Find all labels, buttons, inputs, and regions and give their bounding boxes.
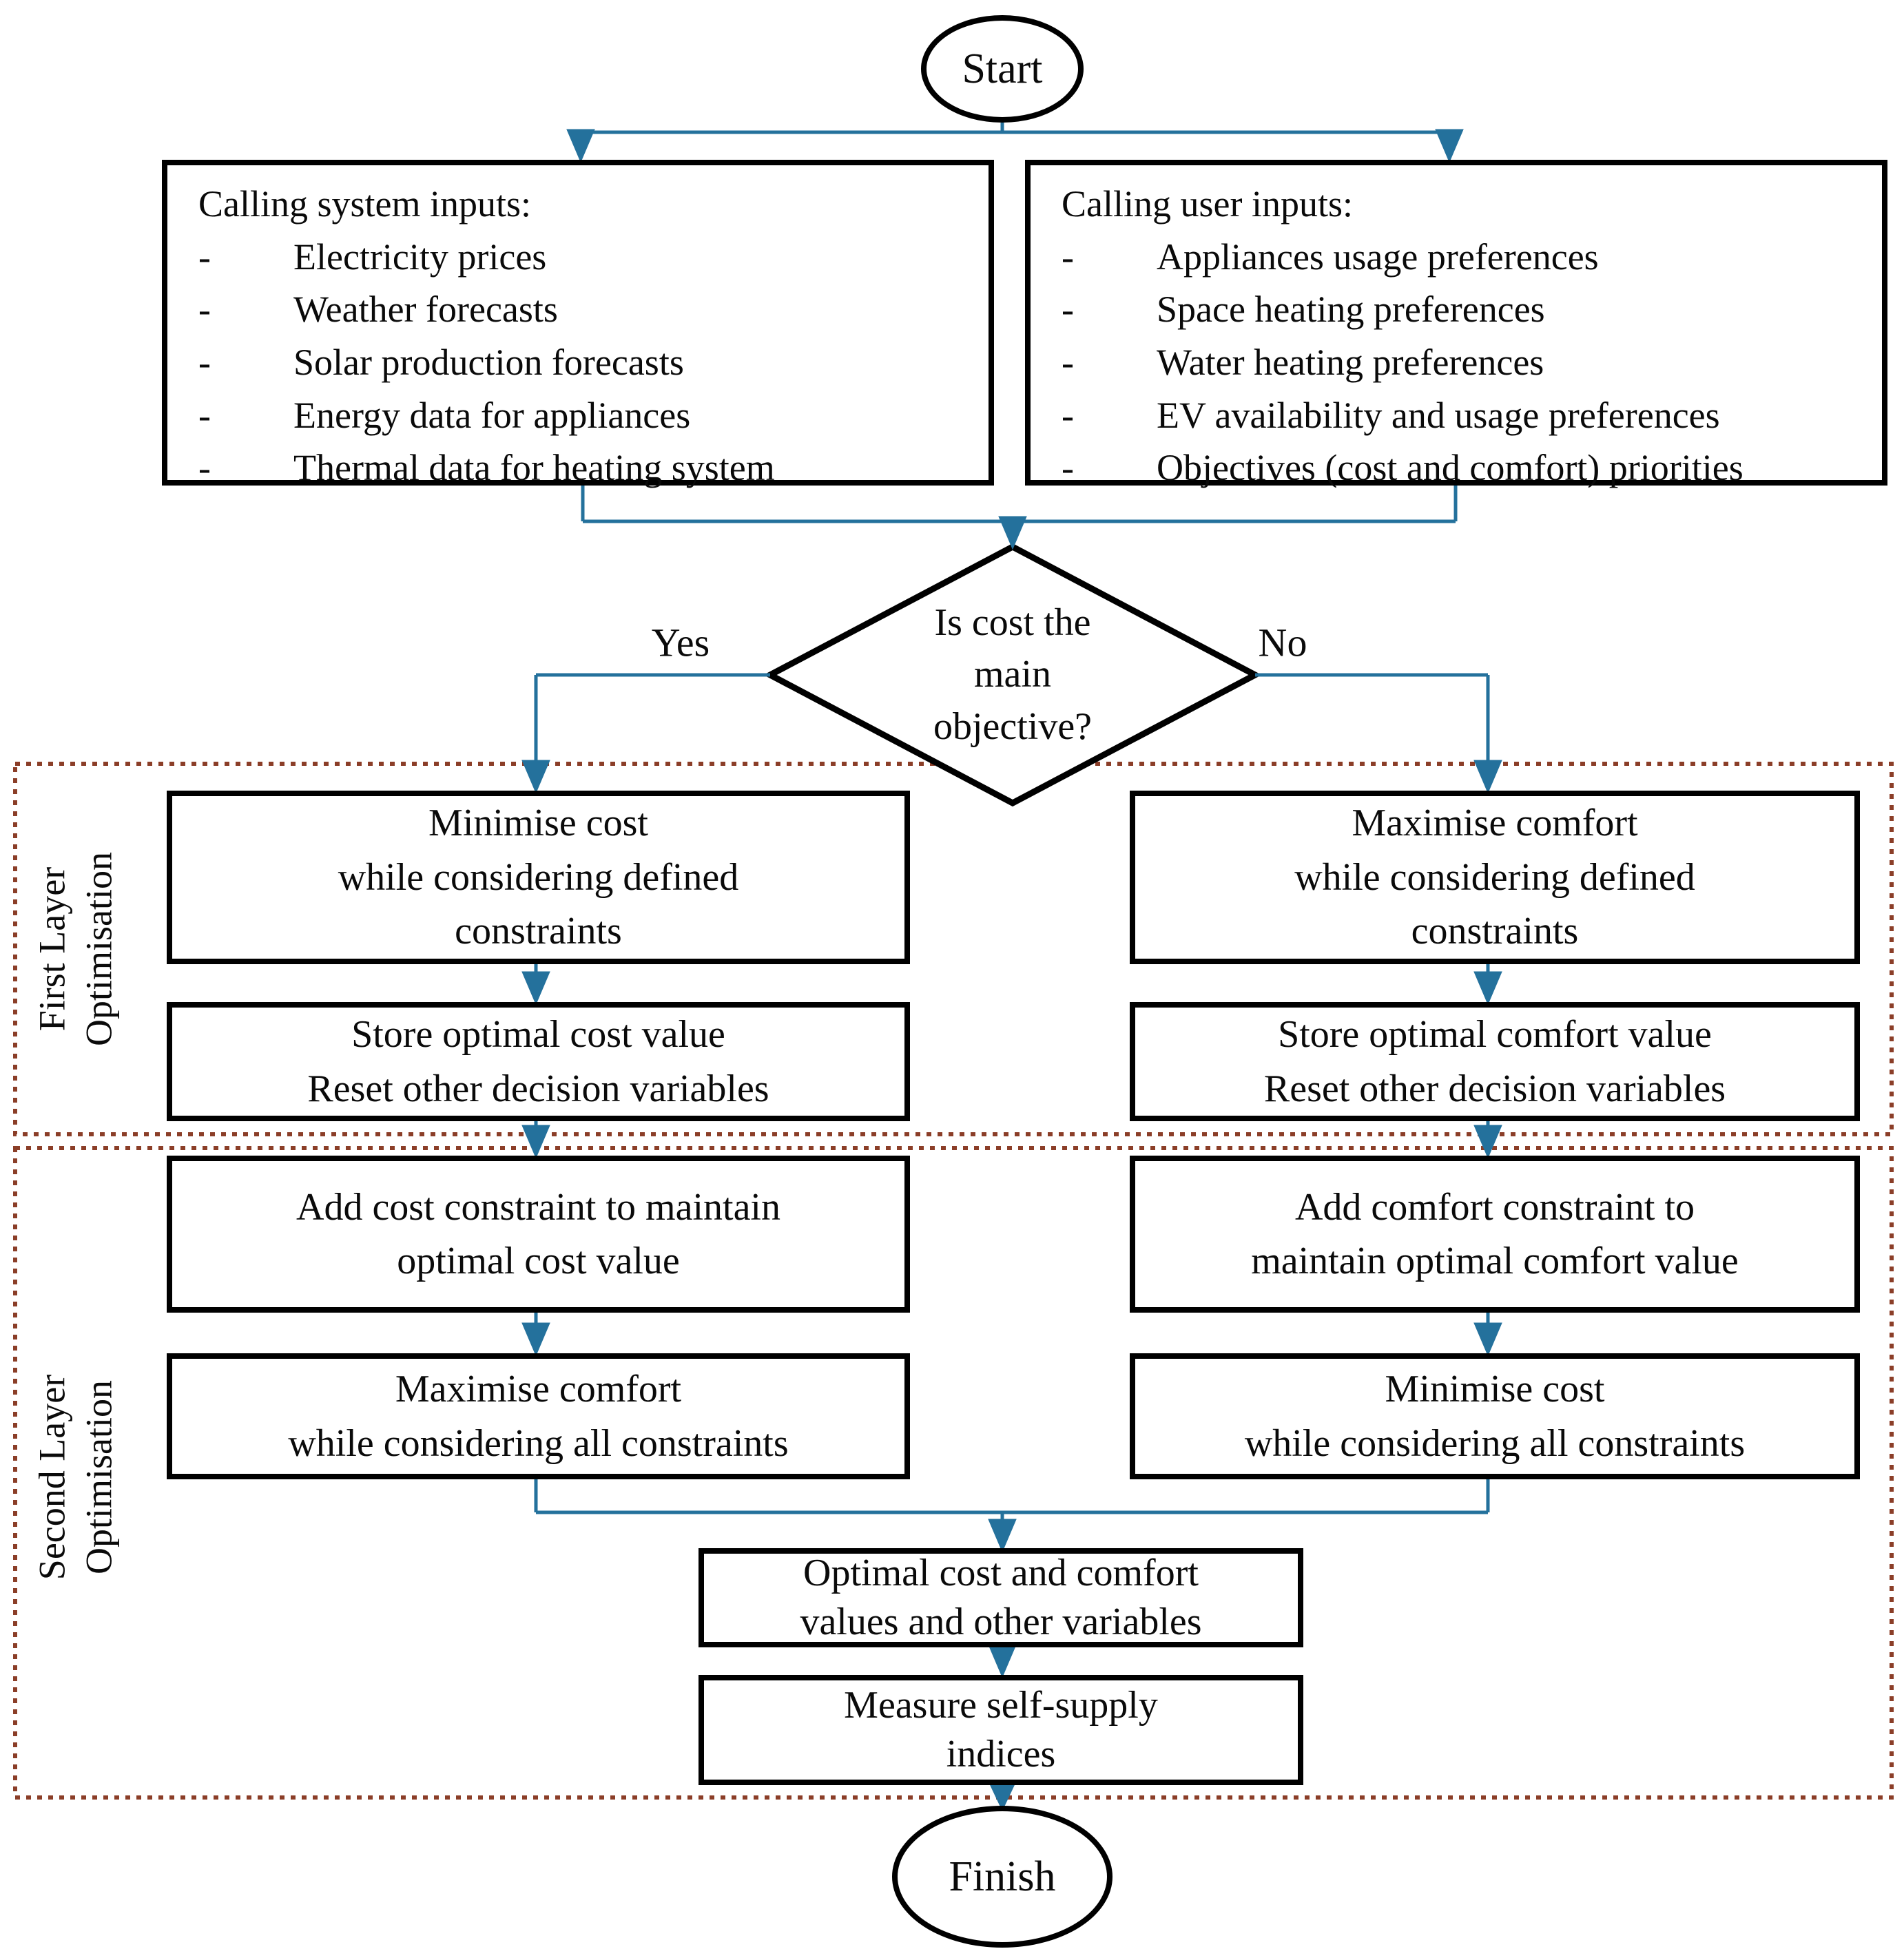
measure-indices-box: Measure self-supply indices [699, 1675, 1303, 1785]
add-cost-constraint-box: Add cost constraint to maintain optimal … [167, 1156, 910, 1313]
input-item: -Appliances usage preferences [1062, 236, 1599, 278]
add-comfort-constraint-box: Add comfort constraint to maintain optim… [1130, 1156, 1860, 1313]
minimise-cost-all-box: Minimise cost while considering all cons… [1130, 1353, 1860, 1479]
maximise-comfort-box: Maximise comfort while considering defin… [1130, 791, 1860, 964]
user-inputs-box: Calling user inputs: -Appliances usage p… [1025, 160, 1887, 488]
second-layer-region [13, 1146, 1894, 1800]
user-inputs-list: -Appliances usage preferences -Space heat… [1062, 231, 1875, 494]
decision-diamond-shape [763, 543, 1262, 807]
start-label: Start [962, 45, 1043, 92]
maximise-comfort-all-box: Maximise comfort while considering all c… [167, 1353, 910, 1479]
first-layer-label: First Layer Optimisation [31, 852, 120, 1046]
user-inputs-title: Calling user inputs: [1062, 183, 1353, 225]
input-item: -Electricity prices [198, 236, 547, 278]
system-inputs-title: Calling system inputs: [198, 183, 532, 225]
finish-ellipse: Finish [892, 1806, 1113, 1948]
input-item: -Water heating preferences [1062, 342, 1544, 384]
decision-question: Is cost the main objective? [933, 601, 1093, 748]
second-layer-label: Second Layer Optimisation [31, 1374, 120, 1581]
system-inputs-list: -Electricity prices -Weather forecasts -So… [198, 231, 982, 494]
input-item: -Objectives (cost and comfort) prioritie… [1062, 447, 1743, 489]
store-cost-box: Store optimal cost value Reset other dec… [167, 1002, 910, 1121]
input-item: -Thermal data for heating system [198, 447, 775, 489]
input-item: -EV availability and usage preferences [1062, 394, 1720, 436]
minimise-cost-box: Minimise cost while considering defined … [167, 791, 910, 964]
input-item: -Solar production forecasts [198, 342, 684, 384]
results-box: Optimal cost and comfort values and othe… [699, 1548, 1303, 1647]
input-item: -Energy data for appliances [198, 394, 691, 436]
store-comfort-box: Store optimal comfort value Reset other … [1130, 1002, 1860, 1121]
yes-label: Yes [651, 620, 710, 665]
start-ellipse: Start [921, 15, 1084, 123]
input-item: -Space heating preferences [1062, 289, 1545, 331]
finish-label: Finish [949, 1853, 1056, 1900]
system-inputs-box: Calling system inputs: -Electricity pric… [162, 160, 994, 488]
input-item: -Weather forecasts [198, 289, 558, 331]
no-label: No [1258, 620, 1307, 665]
flow-arrows [521, 123, 1502, 1811]
